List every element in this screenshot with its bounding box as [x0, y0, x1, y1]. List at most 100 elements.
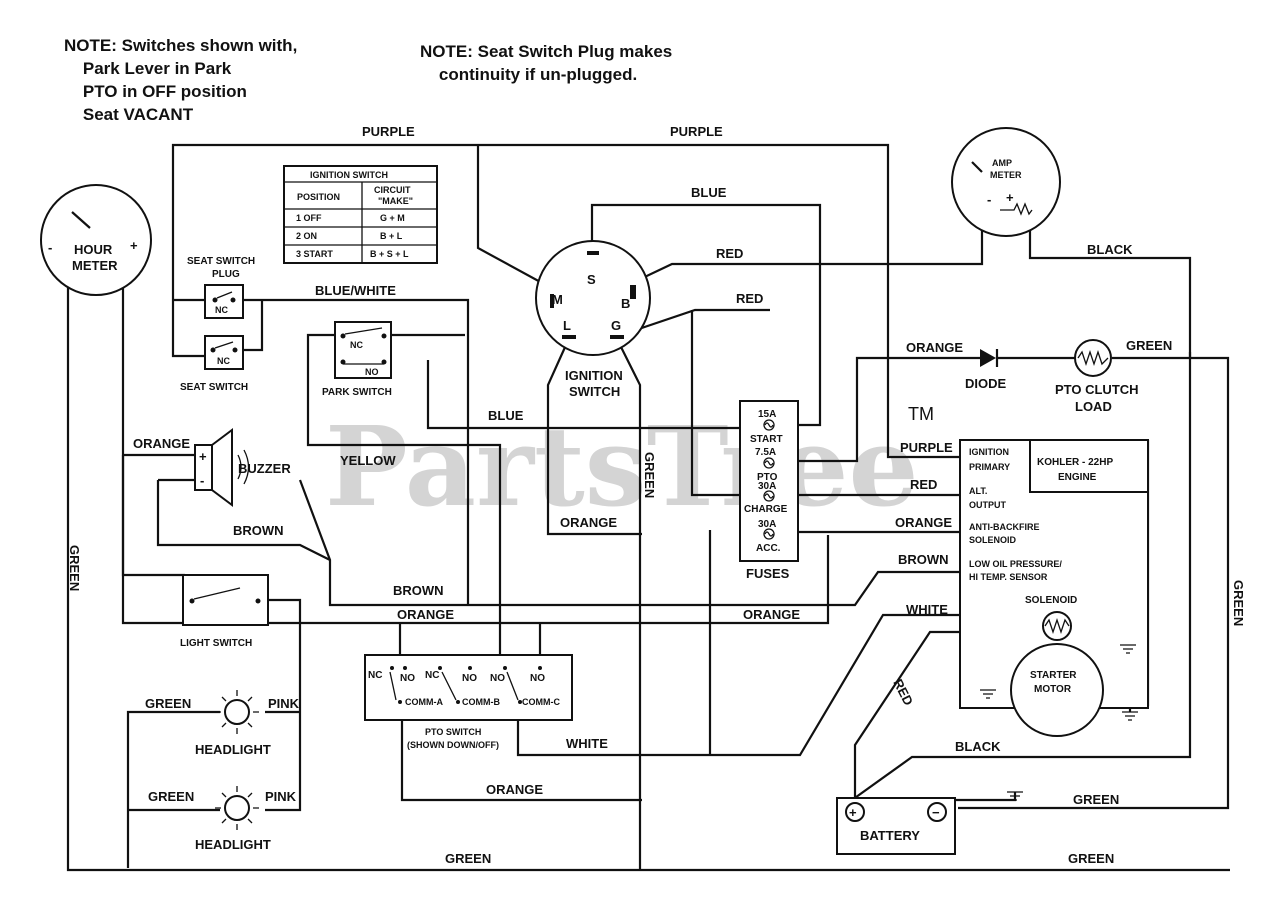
lbl-blue-top: BLUE — [691, 185, 727, 200]
ign-term-m: M — [552, 292, 563, 307]
wire-blue-top — [590, 203, 822, 427]
eng-alt-2: OUTPUT — [969, 500, 1007, 510]
lbl-red-battery: RED — [890, 677, 916, 708]
wire-battery-gnd — [948, 792, 1017, 802]
wire-blue-mid — [426, 360, 760, 430]
lbl-orange-bus-right: ORANGE — [743, 607, 800, 622]
svg-text:START: START — [750, 434, 783, 445]
pto-c5: NO — [490, 673, 505, 684]
ignition-table: IGNITION SWITCH POSITION CIRCUIT "MAKE" … — [283, 165, 438, 264]
wire-white-engine — [516, 613, 960, 757]
seat-switch-plug: NC SEAT SWITCH PLUG — [187, 256, 255, 319]
lbl-pink-2: PINK — [265, 789, 297, 804]
lbl-orange-diode: ORANGE — [906, 340, 963, 355]
amp-label1: AMP — [992, 158, 1012, 168]
lbl-orange-buzzer: ORANGE — [133, 436, 190, 451]
amp-minus: - — [987, 192, 991, 207]
wire-seat-left — [171, 298, 205, 358]
headlight-label-1: HEADLIGHT — [195, 742, 271, 757]
ign-term-b: B — [621, 296, 630, 311]
pto-label1: PTO SWITCH — [425, 727, 481, 737]
ign-row3-circ: B + S + L — [370, 249, 409, 259]
headlight-label-2: HEADLIGHT — [195, 837, 271, 852]
lbl-green-headlight2: GREEN — [148, 789, 194, 804]
hour-meter: HOUR METER - + — [40, 184, 152, 296]
eng-afs-2: SOLENOID — [969, 535, 1017, 545]
lbl-red-top: RED — [716, 246, 743, 261]
lbl-white-pto: WHITE — [566, 736, 608, 751]
pto-clutch: PTO CLUTCH LOAD — [1055, 339, 1139, 414]
ign-label1: IGNITION — [565, 368, 623, 383]
sound-icon — [237, 449, 250, 485]
wire-hour-minus — [66, 270, 1230, 872]
lbl-purple-left: PURPLE — [362, 124, 415, 139]
wire-light-pink — [265, 598, 302, 812]
lbl-yellow: YELLOW — [340, 453, 396, 468]
svg-text:15A: 15A — [758, 409, 776, 420]
amp-needle — [971, 161, 983, 173]
lbl-red-mid: RED — [736, 291, 763, 306]
lbl-orange-ignition: ORANGE — [560, 515, 617, 530]
wire-park-yellow — [306, 333, 502, 660]
lbl-black-bottom: BLACK — [955, 739, 1001, 754]
svg-text:7.5A: 7.5A — [755, 447, 776, 458]
svg-text:30A: 30A — [758, 519, 776, 530]
lbl-green-battery: GREEN — [1073, 792, 1119, 807]
lbl-brown-bus: BROWN — [393, 583, 444, 598]
svg-text:CHARGE: CHARGE — [744, 504, 788, 515]
pto-switch: NC NO NC NO NO NO COMM-A COMM-B COMM-C P… — [364, 654, 573, 750]
wire-red-fuse — [690, 310, 760, 497]
ign-row2-pos: 2 ON — [296, 231, 317, 241]
fuse-acc: 30A ACC. — [756, 519, 781, 554]
eng-ign-2: PRIMARY — [969, 462, 1010, 472]
wire-blue-white — [240, 298, 470, 605]
coil-icon — [1077, 349, 1109, 367]
wire-hour-plus — [121, 240, 185, 577]
fuses-label: FUSES — [746, 566, 790, 581]
engine-title2: ENGINE — [1058, 472, 1097, 483]
eng-alt-1: ALT. — [969, 486, 987, 496]
wire-ign-l — [546, 344, 642, 536]
wire-orange-bottom — [400, 720, 642, 802]
park-switch-label: PARK SWITCH — [322, 387, 392, 398]
ign-term-g: G — [611, 318, 621, 333]
diode-label: DIODE — [965, 376, 1007, 391]
seat-switch: NC SEAT SWITCH — [180, 335, 248, 393]
eng-oil-1: LOW OIL PRESSURE/ — [969, 559, 1062, 569]
pto-c3: NC — [425, 670, 439, 681]
engine-title1: KOHLER - 22HP — [1037, 457, 1113, 468]
ign-header-circuit-1: CIRCUIT — [374, 185, 411, 195]
lbl-black-top: BLACK — [1087, 242, 1133, 257]
note-seat-plug: NOTE: Seat Switch Plug makes continuity … — [420, 42, 673, 84]
lbl-brown-buzzer: BROWN — [233, 523, 284, 538]
hour-needle — [71, 211, 91, 229]
wire-purple — [171, 143, 960, 459]
ign-label2: SWITCH — [569, 384, 620, 399]
park-switch: NC NO PARK SWITCH — [322, 321, 392, 398]
lbl-brown-engine: BROWN — [898, 552, 949, 567]
seat-plug-label1: SEAT SWITCH — [187, 256, 255, 267]
lbl-red-alt: RED — [910, 477, 937, 492]
ign-term-l: L — [563, 318, 571, 333]
amp-meter: AMP METER - + — [951, 127, 1061, 237]
wires — [66, 143, 1230, 872]
wire-brown-engine — [298, 479, 960, 607]
headlight-rays-icon — [215, 690, 259, 734]
lbl-green-headlight1: GREEN — [145, 696, 191, 711]
wire-brown-bus — [156, 478, 331, 561]
headlight-2: HEADLIGHT — [195, 786, 271, 852]
lbl-green-bottom: GREEN — [445, 851, 491, 866]
ignition-switch: S M B L G IGNITION SWITCH — [535, 240, 651, 399]
buzzer-label: BUZZER — [238, 461, 291, 476]
ign-row1-circ: G + M — [380, 213, 405, 223]
wire-green-head — [126, 710, 220, 868]
light-switch-label: LIGHT SWITCH — [180, 638, 252, 649]
lbl-green-right: GREEN — [1231, 580, 1246, 626]
headlight-1: HEADLIGHT — [195, 690, 271, 757]
pto-clutch-label1: PTO CLUTCH — [1055, 382, 1139, 397]
wire-red-top — [631, 225, 984, 284]
battery: + − BATTERY — [836, 797, 956, 855]
eng-oil-2: HI TEMP. SENSOR — [969, 572, 1048, 582]
lbl-orange-bottom: ORANGE — [486, 782, 543, 797]
